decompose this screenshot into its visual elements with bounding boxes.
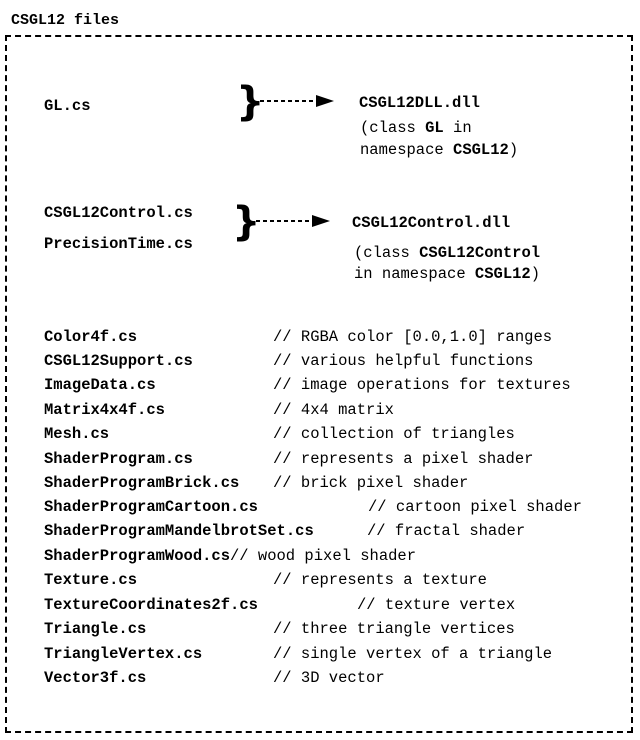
list-item-file: Mesh.cs: [44, 425, 110, 443]
group2-arrow: [256, 215, 330, 227]
list-item-file: TextureCoordinates2f.cs: [44, 596, 258, 614]
list-item-comment: // RGBA color [0.0,1.0] ranges: [273, 328, 553, 346]
files-frame: [5, 35, 633, 733]
group1-desc-line2: namespace CSGL12): [360, 141, 519, 159]
group2-desc-line1: (class CSGL12Control: [354, 244, 541, 262]
list-item-comment: // 4x4 matrix: [273, 401, 394, 419]
diagram-title: CSGL12 files: [11, 12, 120, 29]
list-item-comment: // cartoon pixel shader: [368, 498, 582, 516]
group1-desc-line1: (class GL in: [360, 119, 472, 137]
group2-file-1: CSGL12Control.cs: [44, 204, 193, 222]
list-item-file: Vector3f.cs: [44, 669, 147, 687]
list-item-comment: // represents a pixel shader: [273, 450, 534, 468]
list-item-file: Color4f.cs: [44, 328, 138, 346]
list-item-comment: // collection of triangles: [273, 425, 515, 443]
list-item-comment: // various helpful functions: [273, 352, 534, 370]
list-item-comment: // texture vertex: [357, 596, 516, 614]
list-item-file: ShaderProgramBrick.cs: [44, 474, 240, 492]
list-item-file: CSGL12Support.cs: [44, 352, 193, 370]
group1-file: GL.cs: [44, 97, 91, 115]
list-item-file: Texture.cs: [44, 571, 138, 589]
list-item-comment: // brick pixel shader: [273, 474, 469, 492]
group2-desc-line2: in namespace CSGL12): [354, 265, 541, 283]
group2-brace: }: [232, 199, 261, 245]
list-item-comment: // fractal shader: [367, 522, 526, 540]
list-item-file: Matrix4x4f.cs: [44, 401, 165, 419]
list-item-comment: // 3D vector: [273, 669, 385, 687]
list-item-file: Triangle.cs: [44, 620, 147, 638]
list-item-file: ShaderProgram.cs: [44, 450, 193, 468]
list-item-file: ShaderProgramCartoon.cs: [44, 498, 258, 516]
list-item-file: ImageData.cs: [44, 376, 156, 394]
group1-arrow: [260, 95, 334, 107]
list-item-file: ShaderProgramWood.cs: [44, 547, 231, 565]
group1-brace: }: [236, 79, 265, 125]
list-item-comment: // image operations for textures: [273, 376, 571, 394]
list-item-comment: // single vertex of a triangle: [273, 645, 553, 663]
group1-target-dll: CSGL12DLL.dll: [359, 94, 480, 112]
group2-target-dll: CSGL12Control.dll: [352, 214, 511, 232]
list-item-file: TriangleVertex.cs: [44, 645, 203, 663]
list-item-comment: // wood pixel shader: [230, 547, 417, 565]
list-item-file: ShaderProgramMandelbrotSet.cs: [44, 522, 314, 540]
list-item-comment: // three triangle vertices: [273, 620, 515, 638]
list-item-comment: // represents a texture: [273, 571, 487, 589]
group2-file-2: PrecisionTime.cs: [44, 235, 193, 253]
